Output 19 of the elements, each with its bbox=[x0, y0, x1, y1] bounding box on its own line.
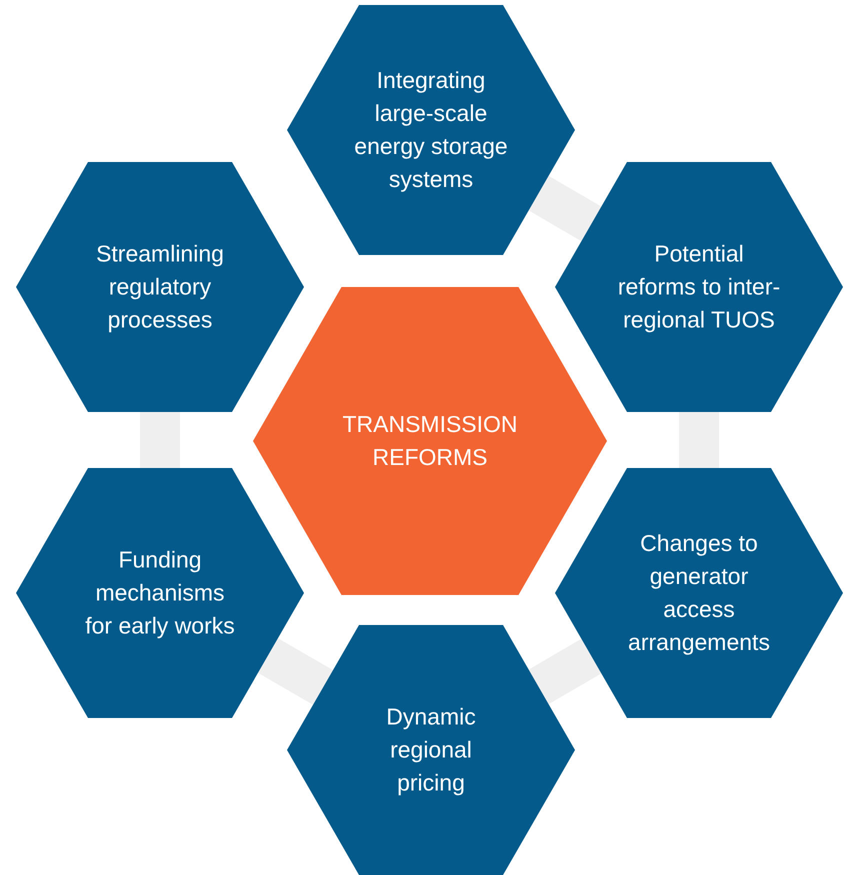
hexagon-label: TRANSMISSION REFORMS bbox=[341, 410, 519, 472]
hexagon bbox=[555, 468, 843, 718]
hexagon-label: Streamlining regulatory processes bbox=[95, 240, 225, 334]
hexagon bbox=[287, 625, 575, 875]
connector-band bbox=[528, 638, 602, 704]
hexagon-label: Potential reforms to inter-regional TUOS bbox=[616, 240, 782, 334]
hexagon-label: Integrating large-scale energy storage systems bbox=[353, 66, 509, 194]
hexagon bbox=[16, 162, 304, 412]
connector-band bbox=[258, 638, 334, 705]
hexagon-label: Funding mechanisms for early works bbox=[84, 546, 236, 640]
hexagon-label: Dynamic regional pricing bbox=[385, 702, 477, 798]
hexagon bbox=[555, 162, 843, 412]
hexagon bbox=[16, 468, 304, 718]
hexagon bbox=[287, 5, 575, 255]
hexagon-label: Changes to generator access arrangements bbox=[627, 529, 771, 657]
hexagon bbox=[253, 287, 607, 595]
connector-band bbox=[528, 176, 602, 242]
connector-band bbox=[140, 412, 180, 468]
connector-band bbox=[679, 412, 719, 468]
